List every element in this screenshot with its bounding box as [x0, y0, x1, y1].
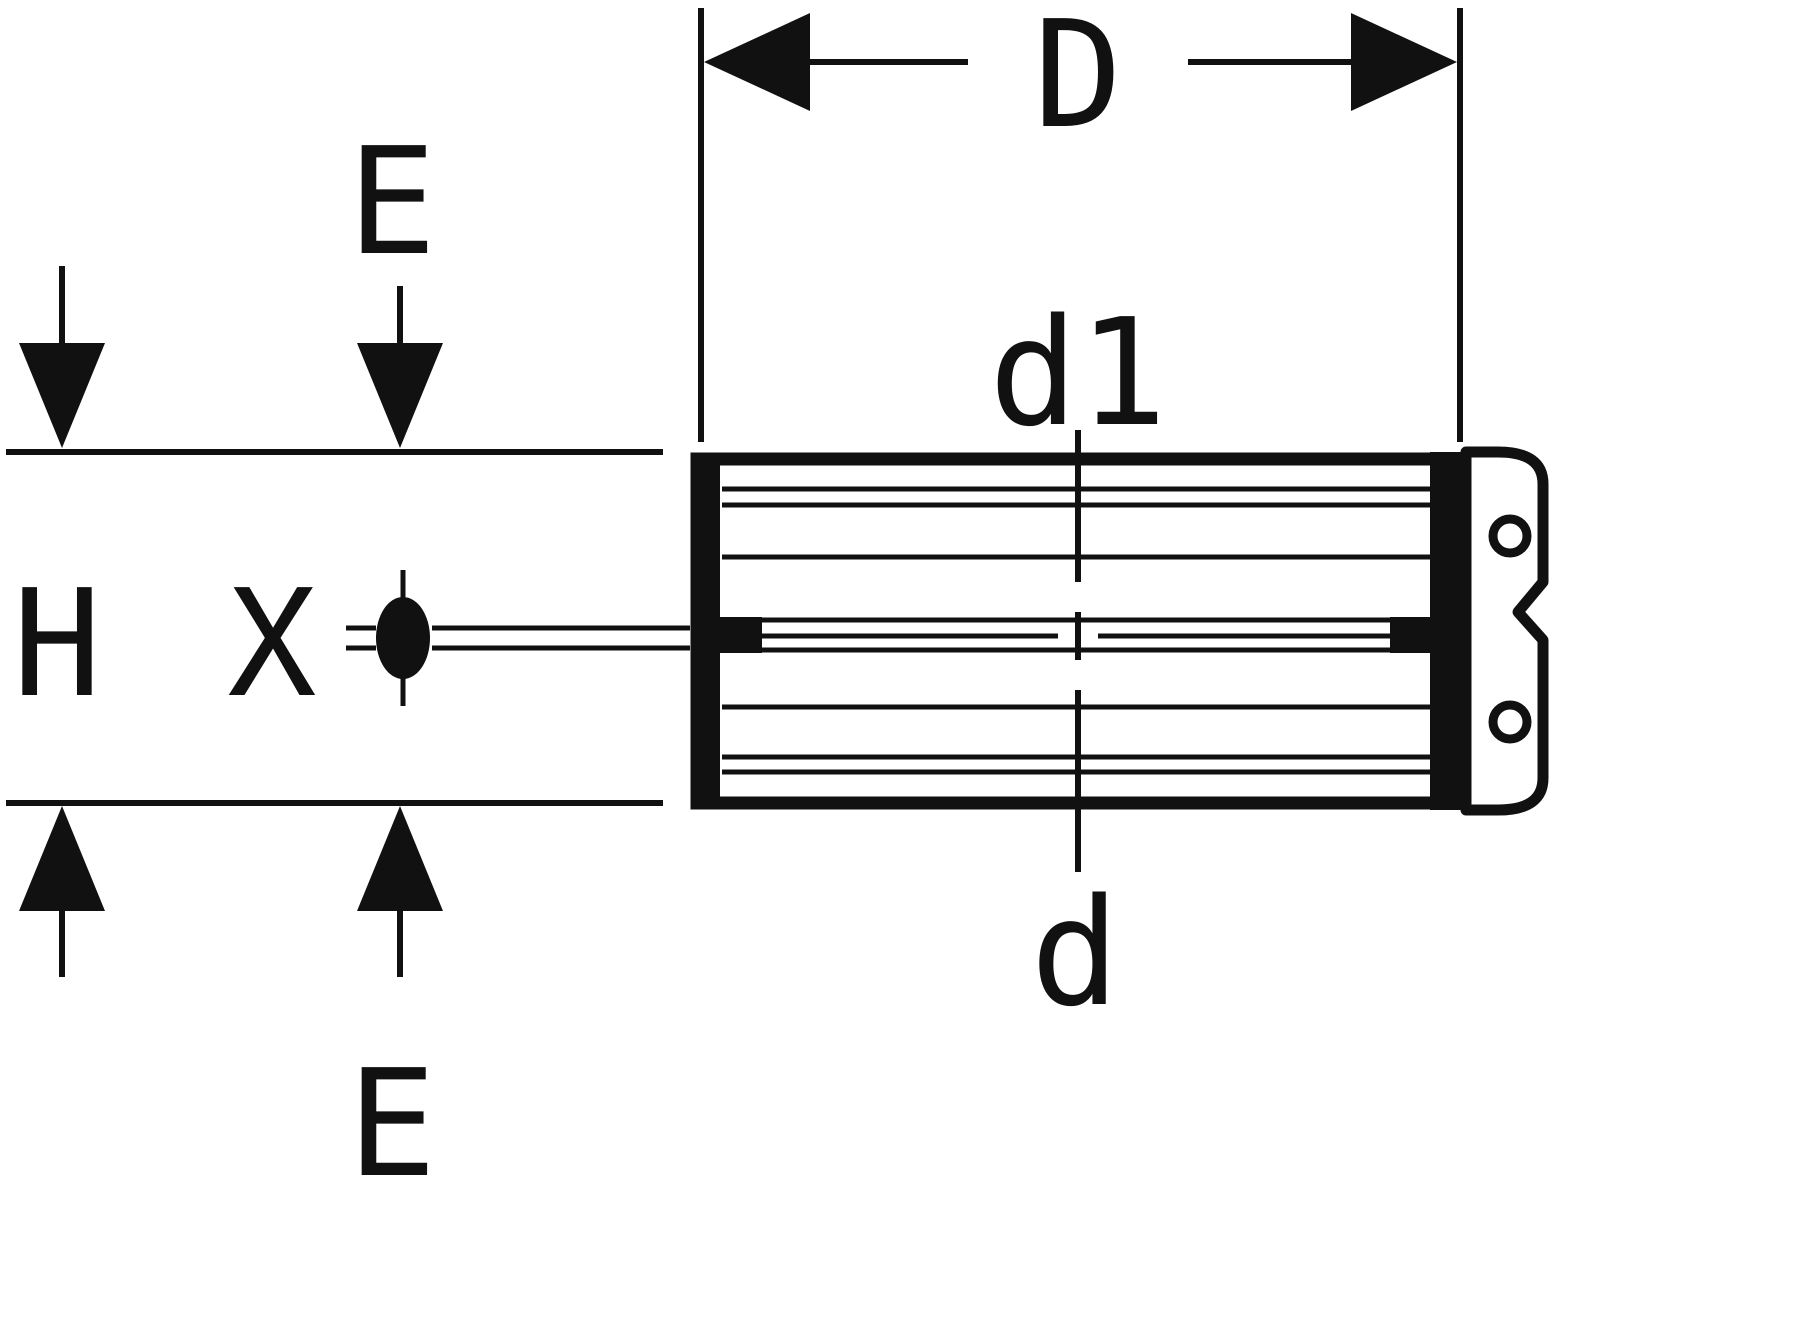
- arrowhead-down-icon: [19, 343, 105, 448]
- dimension-E-top: E: [19, 116, 443, 448]
- dimension-label-D: D: [1033, 0, 1122, 161]
- dimension-D: D: [698, 0, 1463, 442]
- dimension-label-E-top: E: [347, 116, 436, 288]
- dimension-d1-d: d1 d: [989, 287, 1167, 1039]
- dimension-label-E-bottom: E: [347, 1038, 436, 1210]
- pipe-stop-right: [1390, 617, 1434, 653]
- fitting-body: [690, 446, 1549, 816]
- arrowhead-up-icon: [19, 806, 105, 911]
- pipe-stop-left: [720, 617, 762, 653]
- arrowhead-down-icon: [357, 343, 443, 448]
- fitting-left-end-wall: [692, 455, 720, 807]
- arrowhead-left-icon: [704, 13, 810, 111]
- fitting-right-end-wall: [1430, 452, 1466, 810]
- end-cap-outline: [1460, 446, 1549, 816]
- dimension-E-bottom: E: [19, 806, 443, 1210]
- contact-hole-top-icon: [1488, 514, 1532, 558]
- fitting-outline: [690, 452, 1454, 810]
- reference-point-X: [346, 570, 690, 706]
- contact-hole-bottom-icon: [1488, 700, 1532, 744]
- dimension-label-H: H: [12, 558, 101, 730]
- dimension-label-d: d: [1030, 867, 1119, 1039]
- arrowhead-right-icon: [1351, 13, 1457, 111]
- arrowhead-up-icon: [357, 806, 443, 911]
- reference-lines-H: H X: [6, 449, 663, 806]
- dimension-label-X: X: [227, 558, 316, 730]
